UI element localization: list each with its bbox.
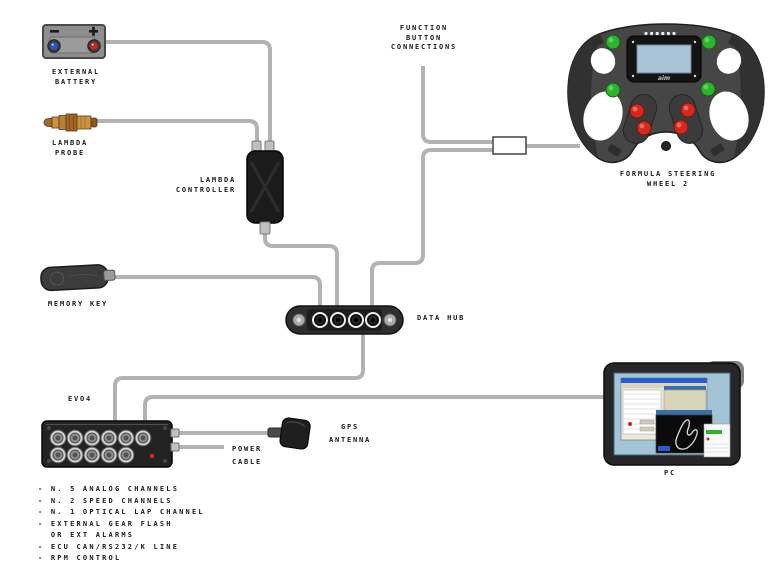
status-led [150,454,154,458]
secondary-window [703,423,731,458]
memory-key [40,264,116,292]
lambda-probe [43,113,98,132]
label-memory-key: MEMORY KEY [47,300,109,308]
aim-logo: aim [658,75,670,82]
hub-ports [312,312,381,328]
feature-line: - EXTERNAL GEAR FLASH [38,519,173,528]
feature-line: - RPM CONTROL [38,554,122,562]
pc-monitor [603,361,744,466]
shift-led-row [644,31,676,36]
battery-positive-terminal [87,39,101,53]
label-data-hub: DATA HUB [417,314,466,322]
battery-negative-terminal [47,39,61,53]
cable-connector-to-hub [370,148,512,312]
cable-controller-to-hub [263,228,339,312]
cables [96,40,608,449]
wheel-lcd-screen [636,44,692,74]
label-lambda-controller: LAMBDA CONTROLLER [175,176,236,194]
cable-battery-to-controller [106,40,272,146]
data-hub [285,305,404,335]
red-buttons [629,102,696,136]
cable-memorykey-to-hub [110,275,322,312]
feature-line: - N. 2 SPEED CHANNELS [38,496,173,505]
label-formula-steering-wheel: FORMULA STEERING WHEEL 2 [619,170,717,188]
gps-antenna [267,417,311,450]
evo4-ports [49,429,152,464]
cable-function-buttons [421,66,512,144]
wheel-display: aim [626,31,702,83]
feature-line: - ECU CAN/RS232/K LINE [38,542,180,551]
feature-line: - N. 5 ANALOG CHANNELS [38,485,180,493]
cable-probe-to-controller [96,119,259,146]
bezel-screws [631,40,697,78]
feature-line: - N. 1 OPTICAL LAP CHANNEL [38,508,205,516]
lambda-controller [246,140,284,235]
label-power-cable: POWER CABLE [231,445,263,466]
wheel-clamps [591,36,741,157]
cable-hub-to-evo4 [113,330,365,426]
hub-end-screws [292,313,397,327]
wheel-hub-screw [661,141,671,151]
label-external-battery: EXTERNAL BATTERY [51,68,101,86]
steering-wheel: aim [567,23,765,164]
evo4-logger [41,420,180,468]
label-function-button-connections: FUNCTION BUTTON CONNECTIONS [390,24,458,51]
minus-symbol [50,30,59,33]
cable-evo4-to-pc [143,395,608,426]
feature-list: - N. 5 ANALOG CHANNELS - N. 2 SPEED CHAN… [38,484,205,565]
label-pc: PC [663,469,677,477]
label-evo4: EVO4 [68,395,93,403]
label-gps-antenna: GPS ANTENNA [328,423,372,444]
evo4-screws [47,426,167,463]
label-lambda-probe: LAMBDA PROBE [51,139,89,157]
wheel-cutouts [583,48,749,141]
track-map-window [655,410,713,454]
plus-symbol [89,26,98,36]
external-battery [42,24,106,59]
green-buttons [605,34,717,98]
inline-connector [492,136,527,155]
feature-line: OR EXT ALARMS [38,531,135,539]
track-outline [675,419,698,450]
